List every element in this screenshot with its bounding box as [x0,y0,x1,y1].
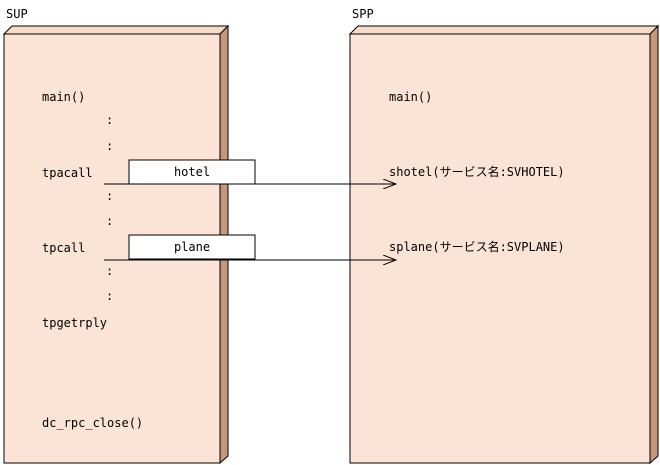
spp-box-front [349,33,651,464]
sup-ellipsis-5: : [106,264,113,278]
hotel-message-box [128,159,256,185]
spp-process-box [348,24,660,465]
sup-ellipsis-6: : [106,289,113,303]
sup-tpgetrply-label: tpgetrply [42,316,107,330]
sup-box-top [2,25,230,35]
sup-tpcall-label: tpcall [42,241,85,255]
sup-ellipsis-4: : [106,214,113,228]
sup-ellipsis-3: : [106,189,113,203]
spp-box-side [649,24,659,465]
plane-message-box [128,234,256,260]
spp-main-label: main() [389,90,432,104]
sup-tpacall-label: tpacall [42,166,93,180]
spp-title: SPP [352,7,374,21]
spp-shotel-label: shotel(サービス名:SVHOTEL) [389,164,565,179]
plane-message-label: plane [174,240,210,254]
sup-main-label: main() [42,90,85,104]
spp-box-top [348,25,660,35]
sup-ellipsis-1: : [106,113,113,127]
hotel-message-label: hotel [174,165,210,179]
sup-ellipsis-2: : [106,139,113,153]
sup-title: SUP [6,7,28,21]
sup-close-label: dc_rpc_close() [42,416,143,430]
spp-splane-label: splane(サービス名:SVPLANE) [389,239,565,254]
